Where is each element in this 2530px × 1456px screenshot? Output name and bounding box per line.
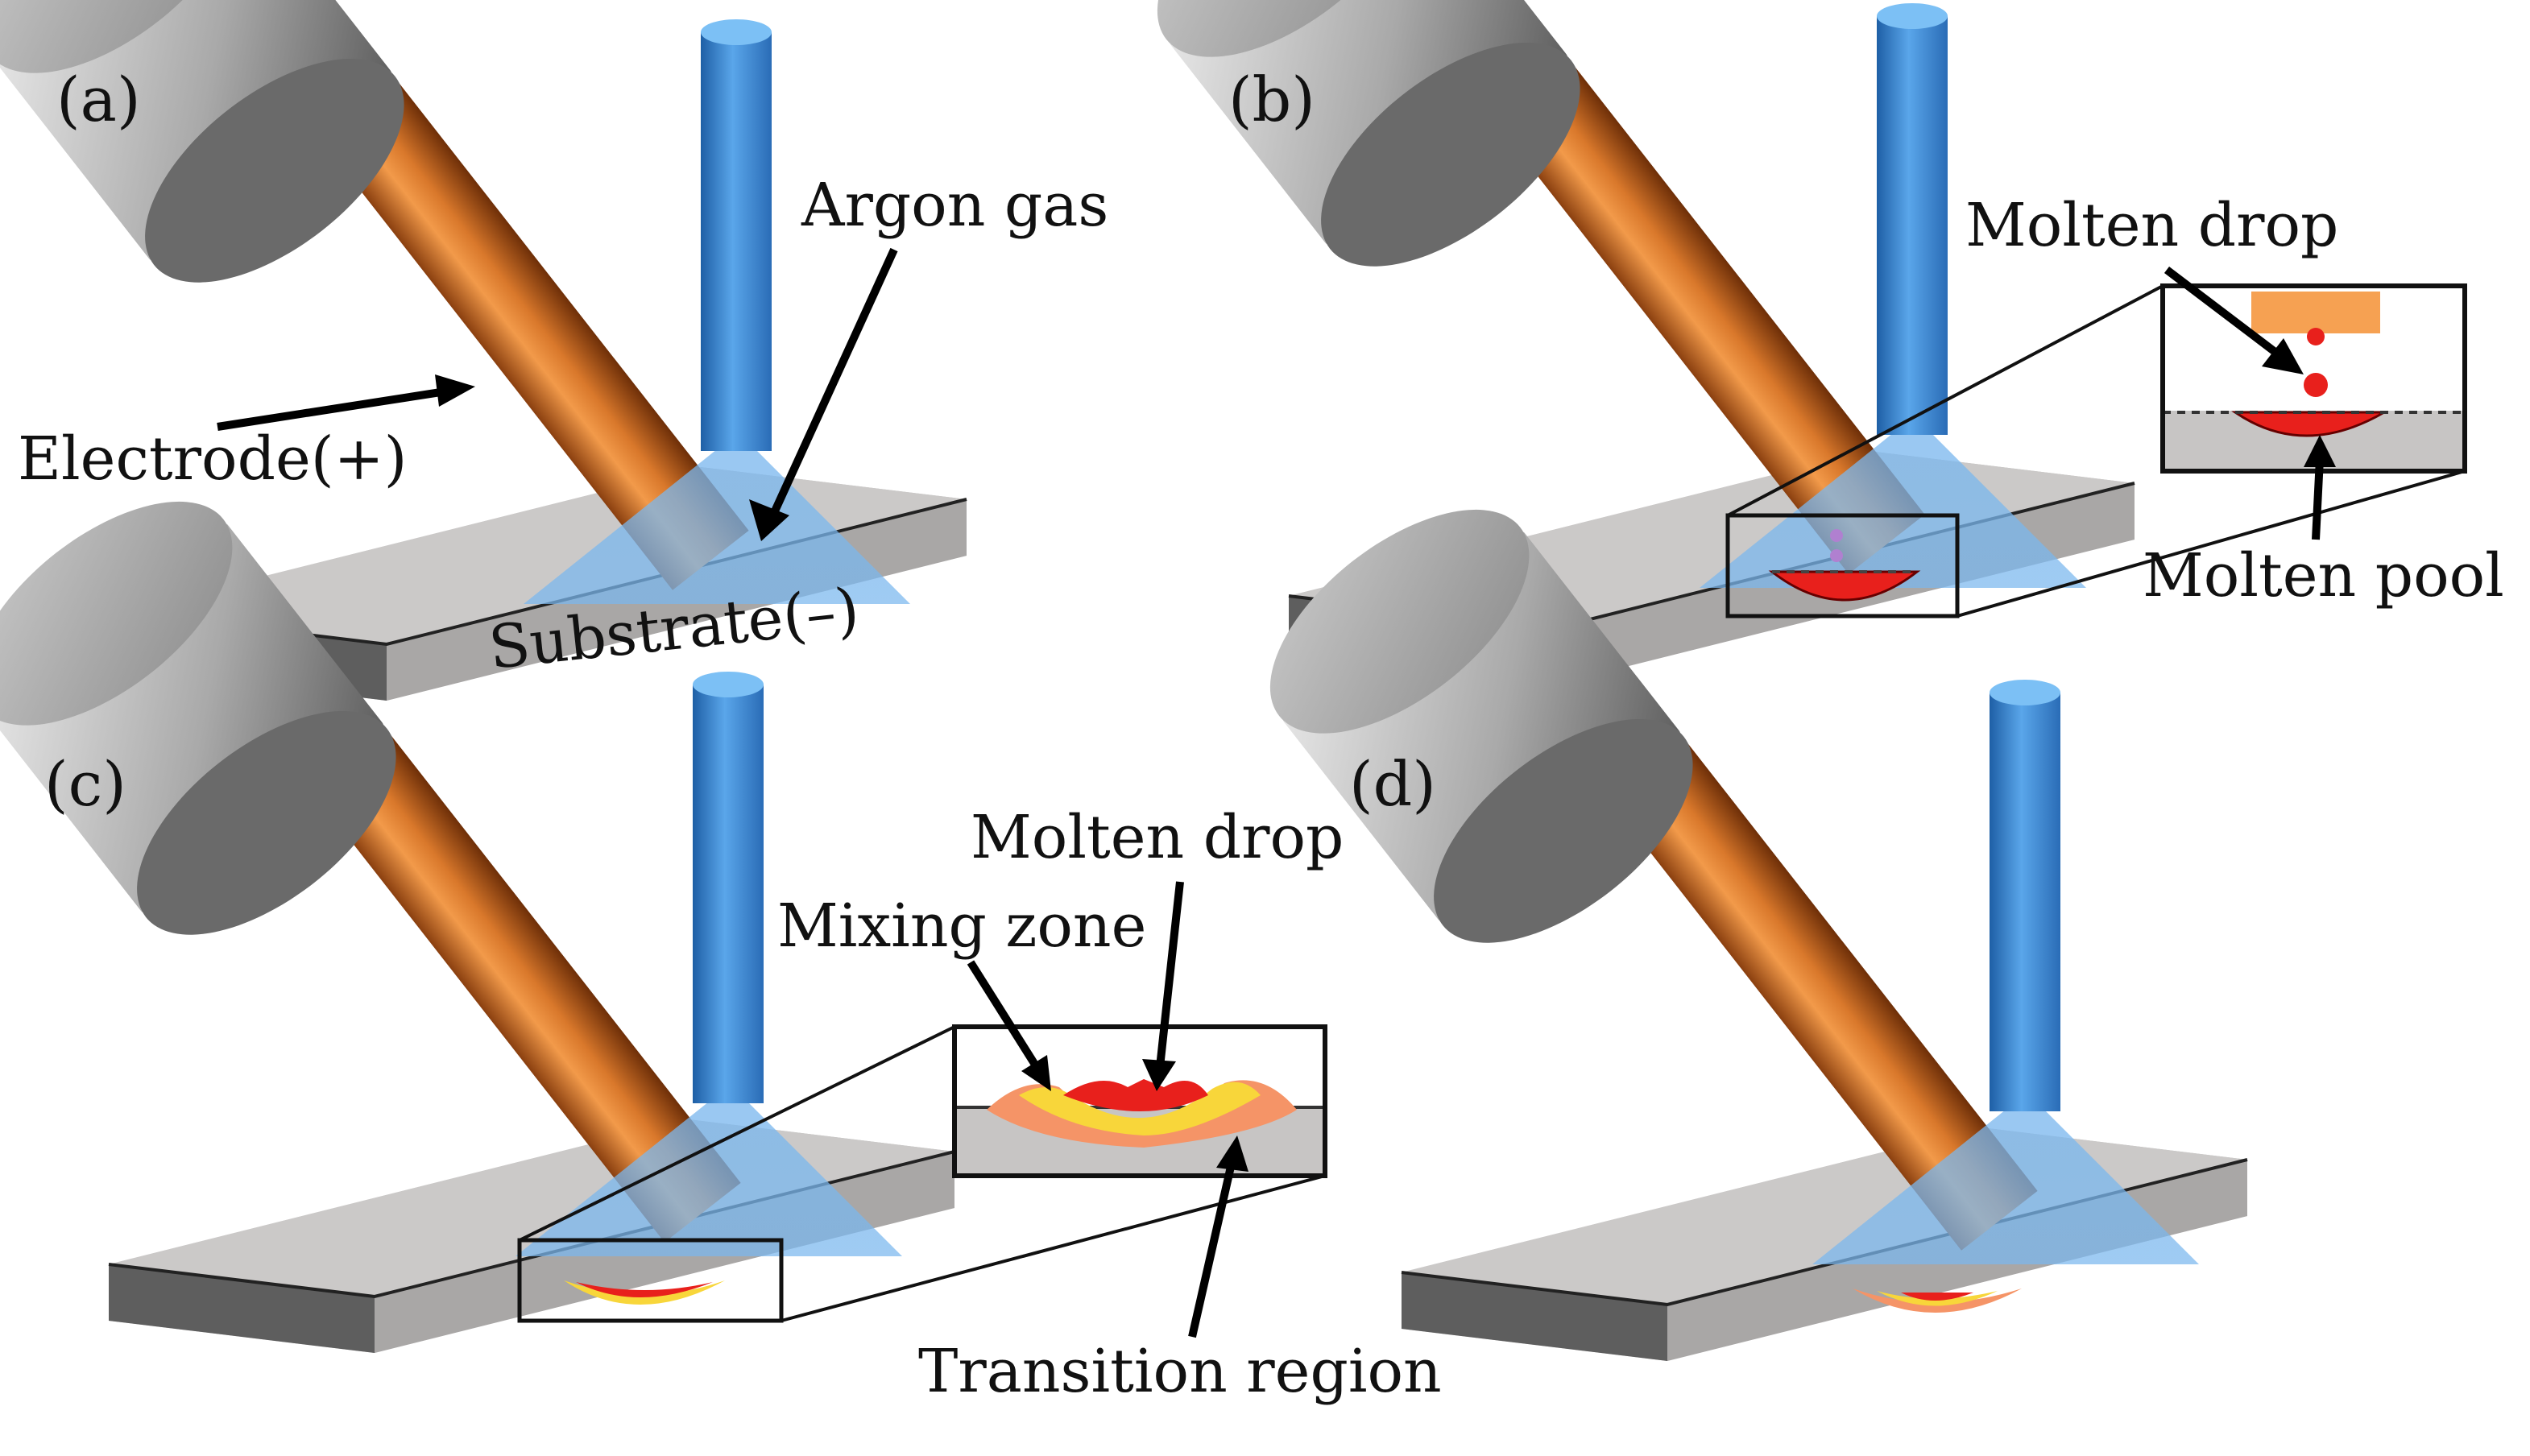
molten-pool-small-b [1768,570,1921,602]
molten-drop-arrow-c [1156,881,1184,1068]
argon-gas-arrow-head [749,499,789,541]
panel-c: (c) Molten drop Mixing zone Transition r… [0,458,1442,1406]
molten-drop-label-b: Molten drop [1965,191,2338,260]
transition-region-arrow [1188,1158,1236,1338]
mixing-zone-arrow [967,960,1043,1073]
electrode-arrow-head [435,374,475,407]
electrode-label: Electrode(+) [18,424,408,494]
molten-drop-arrow-b [2164,267,2287,362]
panel-label-d: (d) [1349,748,1436,820]
inset-c [952,1024,1327,1178]
panel-label-c: (c) [44,748,126,820]
panel-label-a: (a) [56,64,141,135]
argon-gas-arrow [765,247,898,526]
panel-a: (a) Argon gas Electrode(+) Substrate(–) [0,0,1108,702]
zoom-window-c [517,1238,784,1323]
inset-b [2160,283,2467,474]
panel-label-b: (b) [1228,64,1315,135]
weld-bead-d [1853,1288,2022,1313]
molten-drop-label-c: Molten drop [971,803,1344,872]
molten-pool-label-b: Molten pool [2143,541,2504,610]
argon-gas-label: Argon gas [801,171,1108,240]
zoom-window-b [1725,513,1960,618]
mixing-zone-label: Mixing zone [777,891,1146,961]
panel-b: (b) Molten drop Molten pool [1119,0,2504,686]
transition-region-label: Transition region [918,1337,1442,1406]
molten-pool-arrow-b [2312,458,2324,540]
electrode-arrow [217,387,452,431]
panel-d: (d) [1232,466,2249,1363]
